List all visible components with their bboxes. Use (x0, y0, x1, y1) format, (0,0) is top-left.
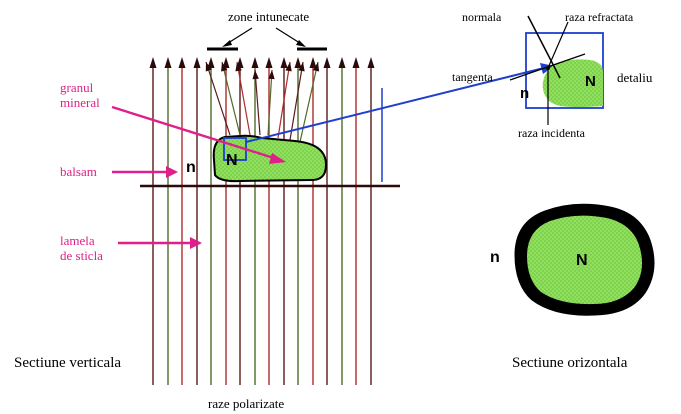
n-label-detail: n (520, 85, 529, 102)
incident-ray-label: raza incidenta (518, 126, 586, 140)
lamela-label-2: de sticla (60, 248, 103, 263)
granul-label-1: granul (60, 80, 94, 95)
refracted-ray-arrowhead (252, 70, 259, 80)
lamela-label-1: lamela (60, 233, 95, 248)
zone-pointer-left-head (222, 40, 232, 47)
zone-pointer-right-head (296, 40, 306, 47)
detail-panel: normala raza refractata tangenta n N det… (452, 10, 653, 140)
ray-arrowhead (251, 57, 259, 68)
refracted-ray (277, 61, 291, 139)
refracted-ray (221, 61, 241, 136)
refracted-ray (254, 69, 261, 136)
refracted-ray-arrowhead (285, 62, 292, 72)
refracted-ray-arrowhead (235, 62, 242, 72)
ray-arrowhead (338, 57, 346, 68)
polarized-rays (149, 57, 375, 385)
polarized-rays-label: raze polarizate (208, 396, 284, 411)
refracted-ray-arrowhead (205, 62, 212, 72)
ray-arrowhead (149, 57, 157, 68)
lamela-pointer-head (190, 237, 202, 249)
horizontal-section: n N Sectiune orizontala (490, 203, 655, 371)
balsam-pointer-head (166, 166, 178, 178)
detail-label: detaliu (617, 70, 653, 85)
refracted-ray (236, 61, 251, 136)
detail-grain (542, 59, 603, 107)
ray-arrowhead (294, 57, 302, 68)
n-label-left: n (186, 159, 196, 176)
refracted-ray-line (547, 21, 569, 69)
ray-arrowhead (222, 57, 230, 68)
N-label-detail: N (585, 73, 596, 90)
ray-arrowhead (280, 57, 288, 68)
refracted-ray-arrowhead (221, 62, 228, 72)
vertical-section: zone intunecate granul mineral balsam la… (14, 9, 554, 411)
ray-arrowhead (265, 57, 273, 68)
ray-arrowhead (352, 57, 360, 68)
ray-arrowhead (207, 57, 215, 68)
ray-arrowhead (309, 57, 317, 68)
detail-frame (525, 32, 604, 109)
normal-label: normala (462, 10, 502, 24)
incidence-point (546, 66, 550, 70)
refracted-ray (267, 69, 273, 136)
refracted-ray-arrowhead (268, 70, 275, 80)
refracted-ray (299, 61, 319, 143)
ray-arrowhead (367, 57, 375, 68)
refracted-ray (205, 61, 231, 136)
refracted-ray-arrowhead (312, 62, 320, 72)
tangent-label: tangenta (452, 70, 493, 84)
N-label-right: N (576, 252, 588, 269)
n-label-right: n (490, 249, 500, 266)
horizontal-grain (527, 215, 643, 305)
ray-arrowhead (193, 57, 201, 68)
ray-arrowhead (164, 57, 172, 68)
refracted-rays (205, 61, 320, 143)
refracted-ray-arrowhead (298, 62, 305, 72)
granul-pointer (111, 105, 281, 162)
granul-pointer-head (269, 153, 286, 164)
zone-label: zone intunecate (228, 9, 309, 24)
detail-arrow (245, 66, 549, 143)
granul-label-2: mineral (60, 95, 100, 110)
horizontal-section-title: Sectiune orizontala (512, 355, 628, 371)
normal-line (527, 15, 561, 79)
ray-arrowhead (323, 57, 331, 68)
refracted-ray (289, 61, 304, 141)
N-label-left: N (226, 152, 238, 169)
refracted-ray-label: raza refractata (565, 10, 634, 24)
balsam-label: balsam (60, 164, 97, 179)
vertical-section-title: Sectiune verticala (14, 355, 121, 371)
ray-arrowhead (178, 57, 186, 68)
